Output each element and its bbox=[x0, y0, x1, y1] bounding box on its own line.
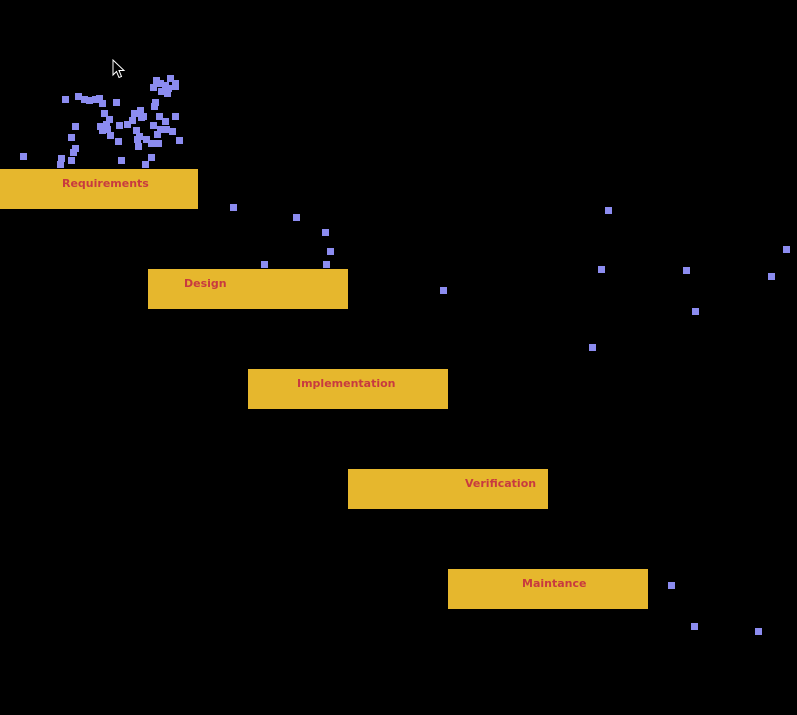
mouse-pointer-icon bbox=[112, 59, 126, 79]
particle bbox=[135, 143, 142, 150]
particle bbox=[162, 118, 169, 125]
block-design[interactable]: Design bbox=[148, 269, 348, 309]
particle bbox=[683, 267, 690, 274]
particle bbox=[154, 131, 161, 138]
particle bbox=[131, 110, 138, 117]
particle bbox=[150, 84, 157, 91]
particle bbox=[167, 75, 174, 82]
particle bbox=[75, 93, 82, 100]
particle bbox=[133, 127, 140, 134]
particle bbox=[155, 140, 162, 147]
particle bbox=[68, 157, 75, 164]
particle bbox=[101, 110, 108, 117]
particle bbox=[322, 229, 329, 236]
particle bbox=[151, 103, 158, 110]
particle bbox=[68, 134, 75, 141]
particle bbox=[113, 99, 120, 106]
particle bbox=[691, 623, 698, 630]
particle bbox=[323, 261, 330, 268]
particle bbox=[755, 628, 762, 635]
particle bbox=[261, 261, 268, 268]
particle bbox=[99, 127, 106, 134]
particle bbox=[293, 214, 300, 221]
particle bbox=[97, 123, 104, 130]
block-implementation[interactable]: Implementation bbox=[248, 369, 448, 409]
particle bbox=[164, 90, 171, 97]
particle bbox=[137, 107, 144, 114]
particle bbox=[143, 136, 150, 143]
particle bbox=[589, 344, 596, 351]
block-verification-label: Verification bbox=[465, 477, 537, 490]
particle bbox=[72, 123, 79, 130]
particle bbox=[157, 126, 164, 133]
particle bbox=[116, 122, 123, 129]
particle bbox=[768, 273, 775, 280]
particle bbox=[86, 97, 93, 104]
block-verification[interactable]: Verification bbox=[348, 469, 548, 509]
particle bbox=[150, 122, 157, 129]
particle bbox=[598, 266, 605, 273]
particle bbox=[440, 287, 447, 294]
particle bbox=[327, 248, 334, 255]
particle bbox=[104, 126, 111, 133]
particle bbox=[148, 154, 155, 161]
particle bbox=[103, 121, 110, 128]
particle bbox=[58, 155, 65, 162]
block-requirements-label: Requirements bbox=[62, 177, 149, 190]
particle bbox=[115, 138, 122, 145]
particle bbox=[156, 113, 163, 120]
particle bbox=[172, 113, 179, 120]
particle bbox=[20, 153, 27, 160]
particle bbox=[134, 136, 141, 143]
particle bbox=[783, 246, 790, 253]
particle bbox=[176, 137, 183, 144]
block-design-label: Design bbox=[184, 277, 227, 290]
particle bbox=[57, 161, 64, 168]
particle bbox=[169, 128, 176, 135]
particle bbox=[668, 582, 675, 589]
particle bbox=[106, 116, 113, 123]
particle bbox=[99, 100, 106, 107]
particle bbox=[163, 126, 170, 133]
particle bbox=[165, 85, 172, 92]
particle bbox=[157, 80, 164, 87]
particle bbox=[124, 121, 131, 128]
particle bbox=[142, 161, 149, 168]
block-maintenance-label: Maintance bbox=[522, 577, 587, 590]
block-requirements[interactable]: Requirements bbox=[0, 169, 198, 209]
particle bbox=[96, 95, 103, 102]
particle bbox=[172, 83, 179, 90]
particle bbox=[129, 117, 136, 124]
particle bbox=[118, 157, 125, 164]
particle bbox=[92, 96, 99, 103]
particle bbox=[152, 99, 159, 106]
particle bbox=[605, 207, 612, 214]
block-maintenance[interactable]: Maintance bbox=[448, 569, 648, 609]
particle bbox=[70, 149, 77, 156]
particle bbox=[72, 145, 79, 152]
particle bbox=[107, 132, 114, 139]
particle bbox=[148, 140, 155, 147]
particle bbox=[62, 96, 69, 103]
particle bbox=[692, 308, 699, 315]
particle bbox=[158, 88, 165, 95]
particle bbox=[153, 77, 160, 84]
particle bbox=[140, 113, 147, 120]
particle bbox=[230, 204, 237, 211]
block-implementation-label: Implementation bbox=[297, 377, 396, 390]
particle bbox=[81, 96, 88, 103]
